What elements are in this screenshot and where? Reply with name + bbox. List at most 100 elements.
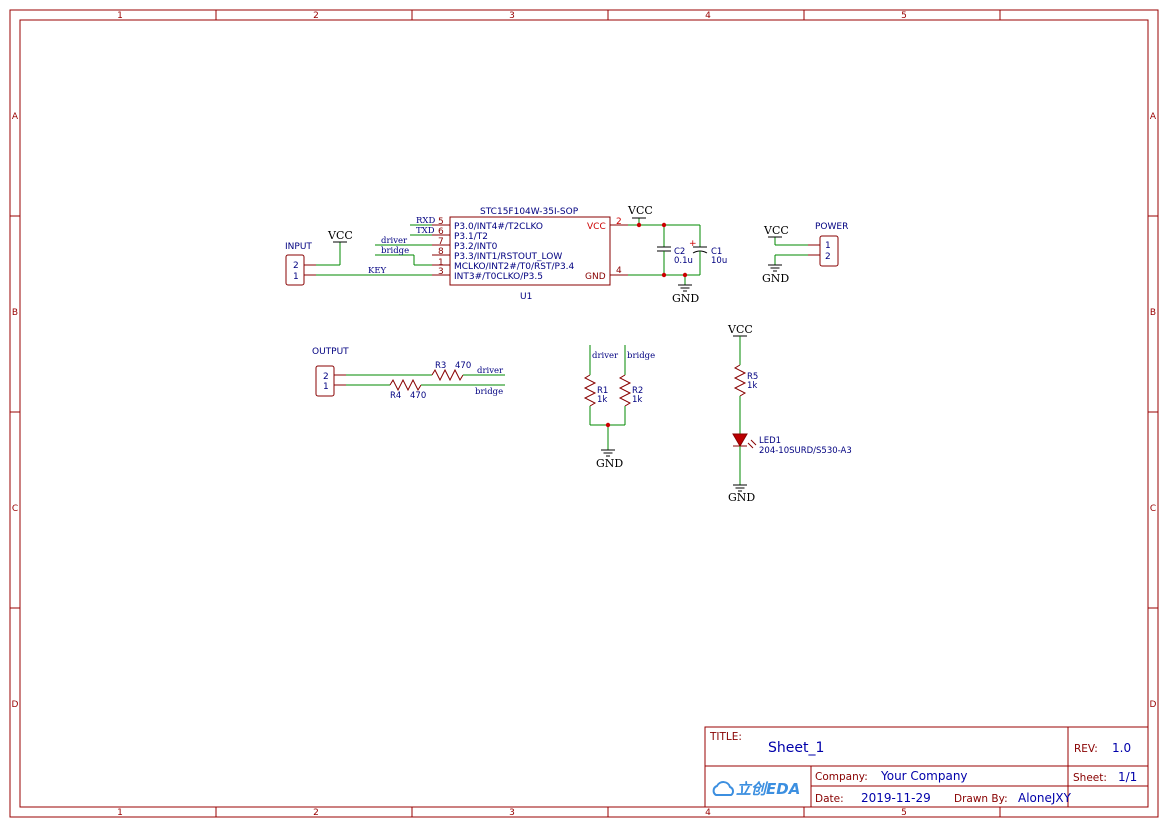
eda-logo: 立创EDA (712, 780, 800, 798)
decoupling-network: VCC C2 0.1u + C1 10u GND (627, 204, 727, 305)
zone-row-d-right: D (1150, 700, 1157, 710)
r4-ref: R4 (390, 391, 401, 401)
u1-pin-num-8: 8 (438, 247, 444, 257)
u1-ref: U1 (520, 292, 532, 302)
c1-polarity: + (689, 239, 697, 249)
vcc-label-input: VCC (327, 229, 353, 242)
u1-pin-name-vcc: VCC (587, 222, 606, 232)
sheet-frame: 1 2 3 4 5 1 2 3 4 5 A B C D A B C D (9, 9, 1159, 818)
tb-sheet-value: 1/1 (1118, 770, 1137, 784)
u1-pin-num-2: 2 (616, 217, 622, 227)
input-wiring: VCC KEY (316, 229, 432, 276)
gnd-label-power: GND (762, 272, 789, 285)
u1-pin-num-6: 6 (438, 227, 444, 237)
output-wiring: R3 470 driver R4 470 bridge (346, 361, 505, 401)
zone-row-a-right: A (1150, 112, 1157, 122)
u1-body (449, 216, 611, 286)
vcc-label-power: VCC (763, 224, 789, 237)
power-connector-body (819, 235, 839, 267)
c1-ref: C1 (711, 247, 722, 257)
led1-part: 204-10SURD/S530-A3 (759, 446, 852, 456)
tb-drawn-label: Drawn By: (954, 793, 1008, 805)
cloud-icon (712, 781, 734, 796)
tb-title-label: TITLE: (709, 731, 742, 743)
u1-pin-name-3: INT3#/T0CLKO/P3.5 (454, 272, 543, 282)
zone-row-d-left: D (12, 700, 19, 710)
eda-logo-text: 立创EDA (736, 780, 800, 798)
c2-ref: C2 (674, 247, 685, 257)
u1-pin-name-5: P3.0/INT4#/T2CLKO (454, 222, 543, 232)
zone-row-c-right: C (1150, 504, 1156, 514)
net-label-bridge-r2: bridge (627, 351, 655, 361)
u1-pin-num-3: 3 (438, 267, 444, 277)
tb-rev-value: 1.0 (1112, 741, 1131, 755)
tb-company-label: Company: (815, 771, 868, 783)
input-pin-2: 2 (293, 261, 299, 271)
u1-part-name: STC15F104W-35I-SOP (480, 207, 579, 217)
junction (661, 272, 667, 278)
tb-sheet-label: Sheet: (1073, 772, 1107, 784)
output-connector-label: OUTPUT (312, 347, 349, 357)
u1-pin-name-8: P3.3/INT1/RSTOUT_LOW (454, 252, 562, 262)
zone-col-2-bottom: 2 (313, 808, 319, 818)
output-pin-1: 1 (323, 382, 329, 392)
mcu-u1[interactable]: STC15F104W-35I-SOP U1 5 6 7 8 1 3 P3.0/I… (432, 207, 628, 302)
zone-col-4-top: 4 (705, 11, 711, 21)
zone-col-4-bottom: 4 (705, 808, 711, 818)
input-pin-1: 1 (293, 272, 299, 282)
led-icon (732, 433, 748, 447)
r2-ref: R2 (632, 386, 643, 396)
vcc-label-u1: VCC (627, 204, 653, 217)
u1-pin-num-1: 1 (438, 258, 444, 268)
zone-col-5-top: 5 (901, 11, 907, 21)
zone-col-1-top: 1 (117, 11, 123, 21)
power-wiring: VCC GND (762, 224, 808, 285)
r3-ref: R3 (435, 361, 446, 371)
input-connector[interactable]: INPUT 2 1 (285, 242, 316, 286)
u1-pin-name-6: P3.1/T2 (454, 232, 488, 242)
net-label-bridge-u1: bridge (381, 246, 409, 256)
power-pin-2: 2 (825, 252, 831, 262)
tb-date-label: Date: (815, 793, 844, 805)
zone-row-b-right: B (1150, 308, 1156, 318)
power-connector[interactable]: POWER 1 2 (808, 222, 848, 267)
zone-col-5-bottom: 5 (901, 808, 907, 818)
net-label-txd: TXD (416, 226, 435, 236)
tb-title-value: Sheet_1 (768, 740, 824, 756)
c2-value: 0.1u (674, 256, 693, 266)
output-connector-body (315, 365, 335, 397)
zone-col-2-top: 2 (313, 11, 319, 21)
u1-left-net-labels: RXD TXD driver bridge (375, 216, 435, 266)
r3-value: 470 (455, 361, 471, 371)
input-connector-body (285, 254, 305, 286)
net-label-key: KEY (368, 266, 387, 276)
c1-value: 10u (711, 256, 727, 266)
u1-pin-name-gnd: GND (585, 272, 606, 282)
zone-row-c-left: C (12, 504, 18, 514)
tb-drawn-value: AloneJXY (1018, 791, 1072, 805)
zone-row-b-left: B (12, 308, 18, 318)
power-connector-label: POWER (815, 222, 848, 232)
output-connector[interactable]: OUTPUT 2 1 (312, 347, 349, 397)
pulldown-network: driver R1 1k bridge R2 1k GND (583, 345, 655, 470)
led1-ref: LED1 (759, 436, 781, 446)
gnd-label-pulldown: GND (596, 457, 623, 470)
zone-col-3-bottom: 3 (509, 808, 515, 818)
r1-ref: R1 (597, 386, 608, 396)
tb-rev-label: REV: (1074, 743, 1098, 755)
zone-row-a-left: A (12, 112, 19, 122)
net-label-driver-r1: driver (592, 351, 619, 361)
output-pin-2: 2 (323, 372, 329, 382)
u1-pin-name-7: P3.2/INT0 (454, 242, 498, 252)
junction (605, 422, 611, 428)
led-circuit: VCC R5 1k LED1 204-10SURD/S530-A3 GND (727, 323, 852, 504)
r4-value: 470 (410, 391, 426, 401)
r1-value: 1k (597, 395, 607, 405)
net-label-bridge-out: bridge (475, 387, 503, 397)
zone-col-3-top: 3 (509, 11, 515, 21)
input-connector-label: INPUT (285, 242, 312, 252)
net-label-rxd: RXD (416, 216, 435, 226)
net-label-driver-out: driver (477, 366, 504, 376)
gnd-label-u1: GND (672, 292, 699, 305)
